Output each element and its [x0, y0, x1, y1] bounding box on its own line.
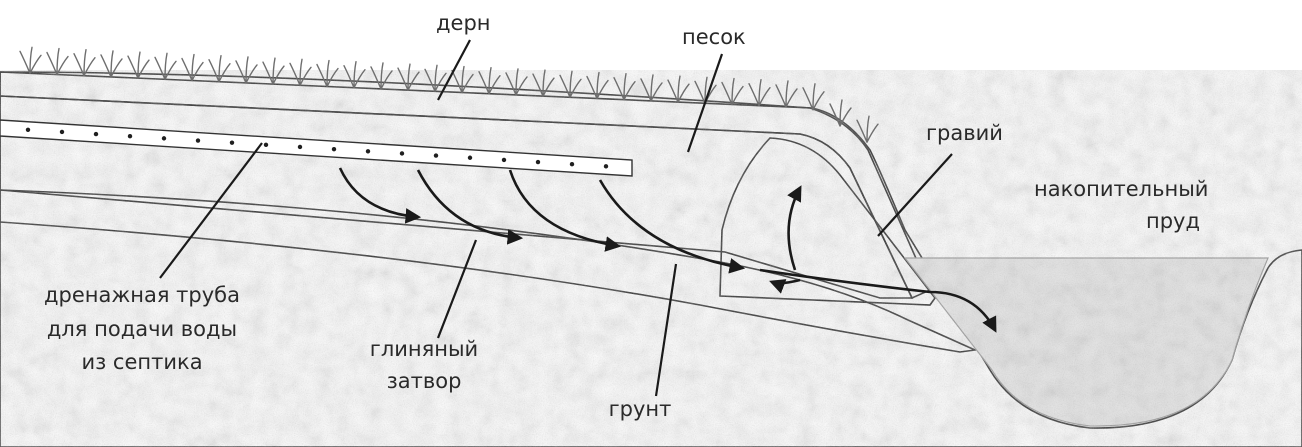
pipe-hole: [400, 151, 404, 155]
label-soil: грунт: [609, 397, 672, 421]
label-clay-line1: глиняный: [370, 337, 478, 361]
pipe-hole: [502, 158, 506, 162]
label-pipe-line2: для подачи воды: [47, 317, 237, 341]
pipe-hole: [366, 149, 370, 153]
grass-blade: [20, 47, 41, 73]
label-pond-line2: пруд: [1146, 209, 1200, 233]
pipe-hole: [26, 128, 30, 132]
label-clay-line2: затвор: [387, 369, 462, 393]
texture-overlay: [0, 60, 1302, 447]
label-pond-line1: накопительный: [1034, 177, 1208, 201]
pipe-hole: [332, 147, 336, 151]
pipe-hole: [298, 145, 302, 149]
label-pipe-line1: дренажная труба: [44, 283, 240, 307]
pipe-hole: [604, 164, 608, 168]
pipe-hole: [196, 138, 200, 142]
pipe-hole: [570, 162, 574, 166]
pipe-hole: [264, 143, 268, 147]
label-gravel: гравий: [926, 121, 1003, 145]
pipe-hole: [128, 134, 132, 138]
label-turf: дерн: [436, 11, 491, 35]
pipe-hole: [468, 156, 472, 160]
pipe-hole: [536, 160, 540, 164]
label-sand: песок: [682, 25, 746, 49]
pipe-hole: [162, 136, 166, 140]
pipe-hole: [434, 153, 438, 157]
pipe-hole: [94, 132, 98, 136]
pipe-hole: [60, 130, 64, 134]
pipe-hole: [230, 140, 234, 144]
label-pipe-line3: из септика: [81, 350, 202, 374]
